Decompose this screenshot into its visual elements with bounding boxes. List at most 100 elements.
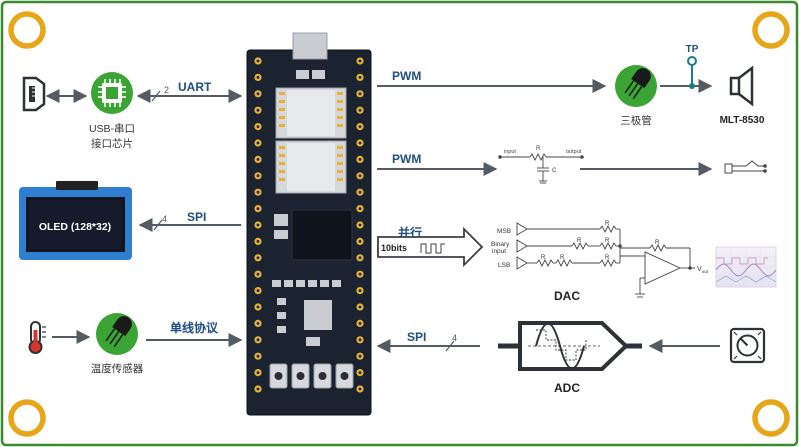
usb-serial-chip-icon: [91, 72, 133, 114]
dac-r-label-2: R: [577, 238, 582, 244]
dac-binary-label-1: Binary: [491, 241, 510, 248]
header-pin-hole: [256, 76, 260, 79]
uart-bus-width: 2: [164, 85, 169, 95]
pin-header-left: [254, 57, 262, 393]
temp-sensor-label: 温度传感器: [91, 362, 144, 375]
header-pin-hole: [358, 59, 362, 63]
dac-r-label-6: R: [605, 255, 610, 261]
header-pin-hole: [256, 387, 260, 391]
header-pin-hole: [256, 272, 260, 276]
adc-spi-bus-width: 4: [452, 333, 457, 343]
transistor-label: 三极管: [620, 114, 652, 127]
temperature-sensor-icon: [96, 313, 138, 355]
header-pin-hole: [358, 338, 362, 342]
spi-oled-label: SPI: [187, 210, 206, 224]
test-point-icon: [687, 56, 697, 89]
dac-r-label-3: R: [605, 238, 610, 244]
dac-binary-label-2: input: [492, 248, 506, 255]
speaker-label: MLT-8530: [720, 115, 765, 126]
dac-r-label-7: R: [655, 240, 660, 246]
mounting-hole-top-right: [752, 11, 790, 49]
header-pin-hole: [256, 174, 260, 178]
header-pin-hole: [256, 289, 260, 292]
board-buttons: [269, 363, 354, 389]
parallel-bus-arrow: [377, 226, 484, 268]
header-pin-hole: [256, 354, 260, 358]
rc-input-label: input: [504, 149, 516, 155]
tp-label: TP: [686, 44, 699, 55]
mounting-hole-top-left: [8, 11, 46, 49]
pwm-filter-label: PWM: [392, 152, 421, 166]
header-pin-hole: [256, 59, 260, 63]
header-pin-hole: [256, 256, 260, 260]
usb-chip-label-line2: 接口芯片: [91, 137, 133, 150]
header-pin-hole: [358, 256, 362, 260]
mounting-hole-bottom-left: [8, 399, 46, 437]
header-pin-hole: [256, 190, 260, 194]
dac-r-label-1: R: [605, 221, 610, 227]
header-pin-hole: [256, 322, 260, 325]
adc-spi-bus-slash: [445, 340, 455, 352]
header-pin-hole: [358, 190, 362, 194]
oled-display-icon: [19, 181, 132, 260]
adc-spi-label: SPI: [407, 330, 426, 344]
header-pin-hole: [358, 76, 362, 79]
adc-symbol-icon: [498, 321, 642, 371]
board-usb-connector: [292, 32, 328, 60]
dac-r-label-4: R: [541, 255, 546, 261]
adc-label: ADC: [554, 381, 580, 395]
dac-lsb-label: LSB: [498, 262, 510, 269]
header-pin-hole: [358, 272, 362, 276]
onewire-label: 单线协议: [170, 320, 219, 335]
header-pin-hole: [358, 322, 362, 325]
micro-usb-port-icon: [22, 76, 46, 112]
header-pin-hole: [256, 92, 260, 96]
header-pin-hole: [256, 141, 260, 145]
pin-header-right: [356, 57, 364, 393]
dac-vout-label: Vout: [697, 266, 709, 274]
dac-label: DAC: [554, 289, 580, 303]
header-pin-hole: [358, 174, 362, 178]
header-pin-hole: [358, 240, 362, 243]
dac-msb-label: MSB: [497, 228, 511, 235]
header-pin-hole: [358, 371, 362, 374]
header-pin-hole: [358, 305, 362, 309]
thermometer-icon: [28, 321, 46, 354]
mounting-hole-bottom-right: [752, 399, 790, 437]
pwm-transistor-label: PWM: [392, 69, 421, 83]
waveform-thumbnail: [715, 246, 777, 288]
header-pin-hole: [358, 141, 362, 145]
header-pin-hole: [256, 371, 260, 374]
mcu-board: [246, 32, 372, 416]
header-pin-hole: [358, 387, 362, 391]
header-pin-hole: [358, 207, 362, 211]
rc-r-label: R: [536, 146, 541, 152]
uart-label: UART: [178, 80, 212, 94]
header-pin-hole: [256, 223, 260, 227]
transistor-icon: [615, 65, 657, 107]
header-pin-hole: [358, 158, 362, 161]
dac-r-label-5: R: [560, 255, 565, 261]
rc-filter-schematic: [498, 152, 584, 184]
header-pin-hole: [256, 305, 260, 309]
header-pin-hole: [358, 289, 362, 292]
dac-schematic: [516, 222, 695, 298]
header-pin-hole: [358, 125, 362, 128]
header-pin-hole: [256, 158, 260, 161]
header-pin-hole: [256, 240, 260, 243]
rc-c-label: C: [552, 168, 557, 174]
mounting-holes: [8, 11, 790, 437]
header-pin-hole: [358, 354, 362, 358]
header-pin-hole: [358, 92, 362, 96]
header-pin-hole: [256, 125, 260, 128]
uart-bus-slash: [151, 90, 161, 102]
spi-oled-bus-slash: [153, 219, 163, 231]
parallel-bits-label: 10bits: [381, 243, 407, 253]
oled-text: OLED (128*32): [39, 221, 111, 233]
header-pin-hole: [256, 207, 260, 211]
spi-oled-bus-width: 4: [162, 214, 167, 224]
header-pin-hole: [256, 338, 260, 342]
